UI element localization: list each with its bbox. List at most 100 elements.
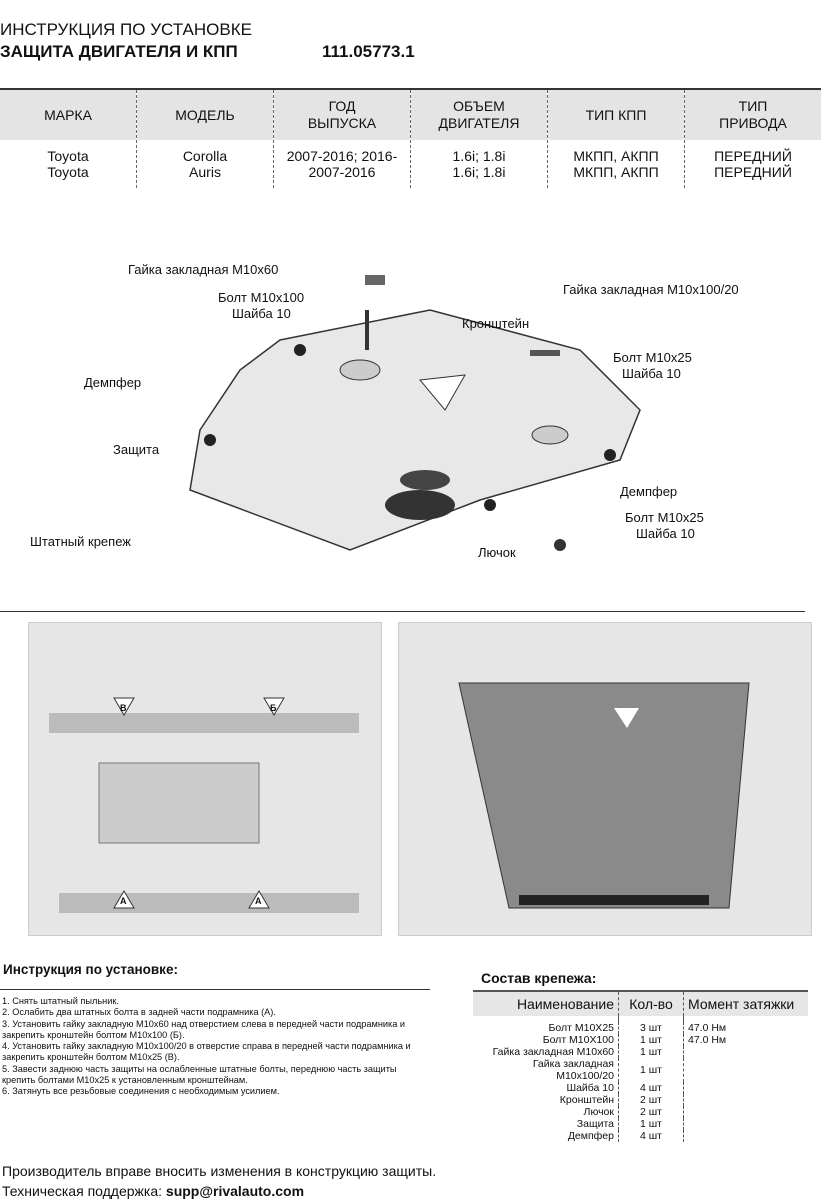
- support: Техническая поддержка: supp@rivalauto.co…: [2, 1183, 304, 1199]
- fastener-torque: [684, 1118, 809, 1130]
- fastener-qty: 4 шт: [618, 1082, 684, 1094]
- photo-protection-installed: [398, 622, 812, 936]
- divider: [0, 989, 430, 990]
- fastener-qty: 2 шт: [618, 1106, 684, 1118]
- fastener-name: Лючок: [473, 1106, 619, 1118]
- product-code: 111.05773.1: [322, 42, 415, 61]
- label-damper-2: Демпфер: [620, 484, 678, 499]
- fastener-qty: 4 шт: [618, 1130, 684, 1142]
- instruction-step: 1. Снять штатный пыльник.: [2, 996, 119, 1006]
- fasteners-table: Состав крепежа: Наименование Кол-во Моме…: [473, 970, 808, 1142]
- fastener-torque: 47.0 Нм: [688, 1034, 727, 1046]
- instructions-title: Инструкция по установке:: [3, 962, 178, 977]
- spec-value: ПЕРЕДНИЙ: [714, 164, 792, 180]
- spec-column: ГОД ВЫПУСКА 2007-2016; 2016-2007-2016: [274, 90, 411, 188]
- label-hatch: Лючок: [478, 545, 516, 560]
- spec-value: Corolla: [182, 148, 228, 164]
- instruction-step: 3. Установить гайку закладную М10х60 над…: [2, 1018, 406, 1040]
- spec-header-label: ТИП ПРИВОДА: [719, 98, 787, 131]
- label-washer-3: Шайба 10: [636, 526, 695, 541]
- fastener-torque: [684, 1130, 809, 1142]
- fastener-name: Болт М10Х25: [473, 1022, 619, 1034]
- spec-header-label: ГОД ВЫПУСКА: [307, 98, 377, 131]
- fastener-torque: [684, 1046, 809, 1058]
- spec-header-label: ОБЪЕМ ДВИГАТЕЛЯ: [438, 98, 520, 131]
- label-washer: Шайба 10: [232, 306, 291, 321]
- support-label: Техническая поддержка:: [2, 1183, 166, 1199]
- fastener-qty: 1 шт: [618, 1034, 684, 1046]
- col-name: Наименование: [473, 990, 619, 1016]
- fastener-name: Демпфер: [473, 1130, 619, 1142]
- divider: [0, 88, 821, 90]
- fastener-name: Гайка закладная М10х60: [473, 1046, 619, 1058]
- fastener-name: Кронштейн: [473, 1094, 619, 1106]
- mark-b: Б: [270, 703, 277, 713]
- doc-title: ИНСТРУКЦИЯ ПО УСТАНОВКЕ: [0, 20, 252, 39]
- spec-header-label: МАРКА: [44, 106, 92, 123]
- spec-header: ГОД ВЫПУСКА: [274, 90, 410, 140]
- spec-header: МОДЕЛЬ: [137, 90, 273, 140]
- label-bolt-m10x100: Болт М10х100: [218, 290, 305, 305]
- spec-value: ПЕРЕДНИЙ: [714, 148, 792, 164]
- fastener-name: Болт М10Х100: [473, 1034, 619, 1046]
- label-nut-m10x100-20: Гайка закладная М10х100/20: [563, 282, 739, 297]
- fastener-qty: 1 шт: [618, 1046, 684, 1058]
- photo-subframe-before: В Б А А: [28, 622, 382, 936]
- instruction-step: 5. Завести заднюю часть защиты на ослабл…: [2, 1063, 397, 1086]
- fastener-qty: 3 шт: [618, 1022, 684, 1034]
- label-washer-2: Шайба 10: [622, 366, 681, 381]
- fastener-torque: [684, 1094, 809, 1106]
- fasteners-title: Состав крепежа:: [481, 970, 597, 986]
- spec-cell: 2007-2016; 2016-2007-2016: [274, 140, 410, 188]
- support-email[interactable]: supp@rivalauto.com: [165, 1183, 305, 1199]
- spec-value: МКПП, АКПП: [573, 164, 659, 180]
- mark-a-2: А: [255, 896, 262, 906]
- spec-value: 2007-2016: [308, 164, 376, 180]
- label-bracket: Кронштейн: [462, 316, 530, 331]
- fastener-qty: 1 шт: [618, 1058, 684, 1082]
- fastener-torque: 47.0 Нм: [688, 1022, 727, 1034]
- spec-value: Toyota: [47, 164, 89, 180]
- instructions-list: 1. Снять штатный пыльник.2. Ослабить два…: [2, 996, 432, 1098]
- label-damper: Демпфер: [84, 375, 142, 390]
- disclaimer: Производитель вправе вносить изменения в…: [2, 1163, 437, 1179]
- spec-value: Toyota: [47, 148, 89, 164]
- mark-a: А: [120, 896, 127, 906]
- protection-diagram: [189, 275, 641, 551]
- spec-header: ТИП КПП: [548, 90, 684, 140]
- divider: [0, 611, 805, 612]
- doc-subtitle: ЗАЩИТА ДВИГАТЕЛЯ И КПП: [0, 42, 238, 61]
- spec-value: МКПП, АКПП: [573, 148, 659, 164]
- spec-value: 1.6i; 1.8i: [452, 148, 506, 164]
- fastener-qty: 2 шт: [618, 1094, 684, 1106]
- mark-v: В: [120, 703, 127, 713]
- label-protection: Защита: [113, 442, 160, 457]
- spec-header-label: ТИП КПП: [585, 106, 647, 123]
- label-nut-m10x60: Гайка закладная М10х60: [128, 262, 279, 277]
- fastener-torque: [684, 1082, 809, 1094]
- spec-value: 2007-2016; 2016-: [286, 148, 398, 164]
- label-standard-fasteners: Штатный крепеж: [30, 534, 131, 549]
- label-bolt-m10x25-b: Болт М10х25: [625, 510, 704, 525]
- spec-value: 1.6i; 1.8i: [452, 164, 506, 180]
- spec-header: МАРКА: [0, 90, 136, 140]
